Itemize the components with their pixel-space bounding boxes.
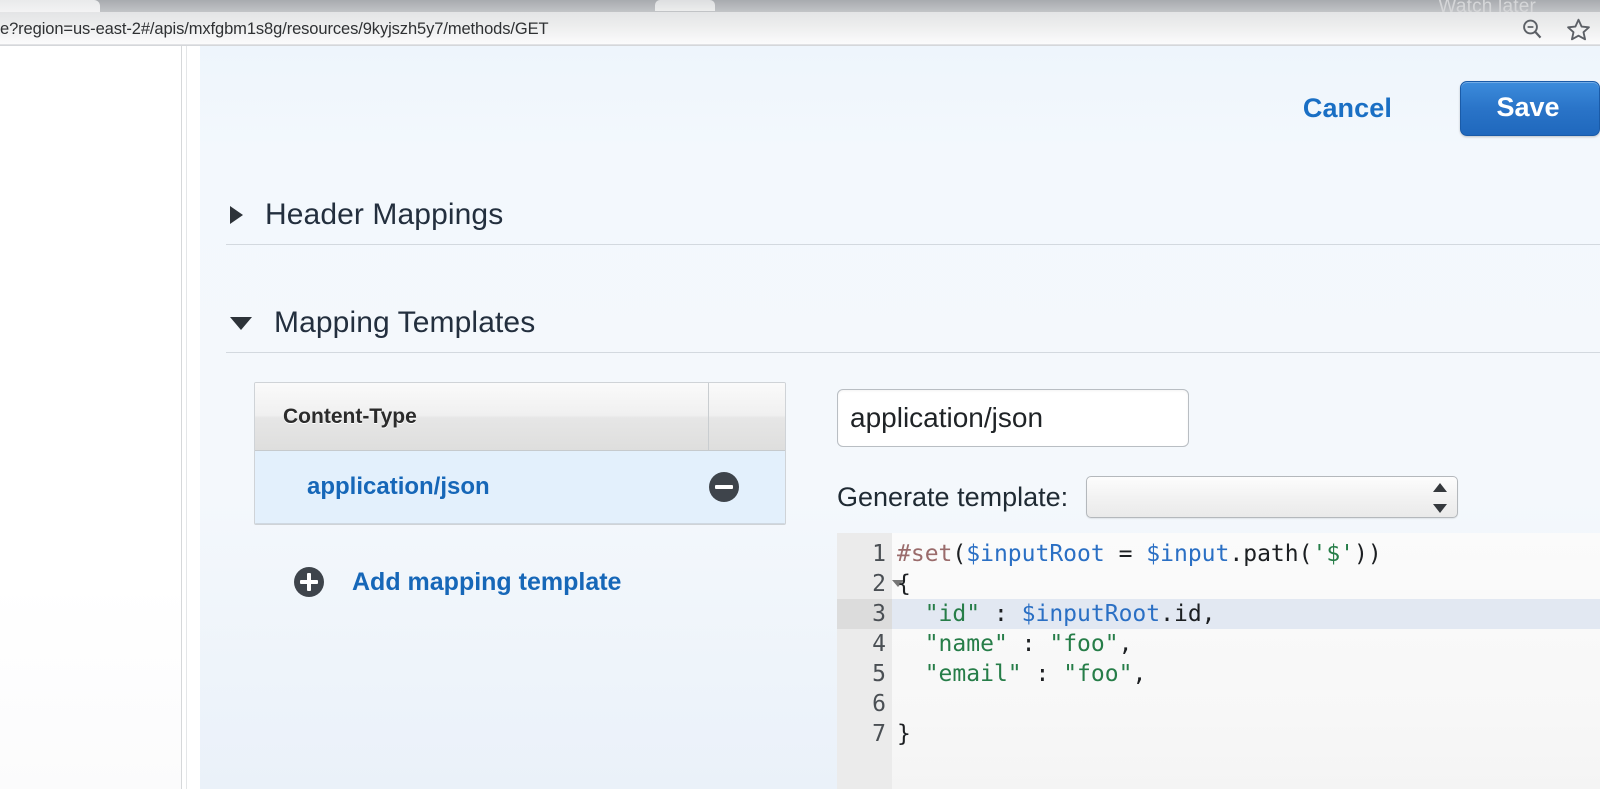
code-token: "email" <box>924 661 1022 687</box>
line-number: 5 <box>872 661 886 687</box>
cancel-button[interactable]: Cancel <box>1302 92 1392 123</box>
code-token <box>897 661 925 687</box>
minus-circle-icon[interactable] <box>709 472 739 502</box>
fold-arrow-icon[interactable] <box>892 580 904 587</box>
generate-template-label: Generate template: <box>837 481 1069 512</box>
caret-down-icon <box>230 316 252 330</box>
code-line: "email" : "foo", <box>892 659 1600 689</box>
line-number: 2 <box>837 569 904 599</box>
code-line: "id" : $inputRoot.id, <box>892 599 1600 629</box>
section-header-mappings: Header Mappings <box>226 186 1600 245</box>
watch-later-label: Watch later <box>1438 0 1536 17</box>
code-line: } <box>892 719 1600 749</box>
editor-code-area[interactable]: #set($inputRoot = $input.path('$')){ "id… <box>892 533 1600 789</box>
code-token: .path( <box>1229 541 1313 567</box>
table-header-row: Content-Type <box>255 383 785 451</box>
code-token: "id" <box>924 601 981 627</box>
code-token <box>897 631 925 657</box>
page-body: Cancel Save Header Mappings Mapping Temp… <box>0 46 1600 789</box>
mapping-templates-toggle[interactable]: Mapping Templates <box>226 294 1600 352</box>
code-token: , <box>1118 631 1133 657</box>
code-token: "foo" <box>1049 631 1119 657</box>
code-token: } <box>897 721 911 747</box>
generate-template-row: Generate template: <box>837 476 1459 518</box>
code-token: $input <box>1146 541 1230 567</box>
code-token: ( <box>952 541 967 567</box>
row-actions <box>709 472 785 502</box>
code-token: $inputRoot <box>1021 601 1161 627</box>
code-token: )) <box>1354 541 1382 567</box>
code-line: #set($inputRoot = $input.path('$')) <box>892 539 1600 569</box>
browser-tab[interactable] <box>0 0 100 12</box>
code-line <box>892 689 1600 719</box>
browser-chrome: e?region=us-east-2#/apis/mxfgbm1s8g/reso… <box>0 0 1600 46</box>
zoom-icon[interactable] <box>1520 17 1544 41</box>
code-token: "foo" <box>1063 661 1133 687</box>
section-divider <box>226 352 1600 353</box>
line-number: 3 <box>837 599 892 629</box>
code-token: , <box>1132 661 1147 687</box>
plus-circle-icon[interactable] <box>294 567 324 597</box>
code-token: { <box>897 571 911 597</box>
column-header-actions <box>709 383 785 450</box>
column-header-content-type: Content-Type <box>255 383 709 450</box>
code-token: #set <box>897 541 953 567</box>
section-divider <box>226 244 1600 245</box>
star-icon[interactable] <box>1566 17 1590 41</box>
code-line: { <box>892 569 1600 599</box>
save-button[interactable]: Save <box>1460 80 1600 136</box>
sidebar-divider <box>186 46 187 789</box>
main-content-panel: Cancel Save Header Mappings Mapping Temp… <box>200 46 1600 789</box>
line-number: 1 <box>872 541 886 567</box>
content-type-table: Content-Type application/json <box>254 382 786 525</box>
code-token: : <box>1007 631 1050 657</box>
url-text: e?region=us-east-2#/apis/mxfgbm1s8g/reso… <box>0 19 549 38</box>
content-type-link[interactable]: application/json <box>307 473 490 500</box>
code-token: = <box>1104 541 1147 567</box>
add-mapping-template-label: Add mapping template <box>352 567 622 596</box>
code-token: '$' <box>1312 541 1355 567</box>
generate-template-select[interactable] <box>1086 476 1459 518</box>
header-mappings-toggle[interactable]: Header Mappings <box>226 186 1600 244</box>
code-token: $inputRoot <box>966 541 1105 567</box>
code-token: .id, <box>1160 601 1216 627</box>
browser-tabstrip <box>0 0 1600 12</box>
mapping-templates-title: Mapping Templates <box>274 306 536 339</box>
chrome-bottom-edge <box>0 44 1600 46</box>
caret-right-icon <box>230 206 243 224</box>
code-token: "name" <box>924 631 1008 657</box>
code-token: : <box>1021 661 1064 687</box>
left-sidebar <box>0 46 182 789</box>
line-number: 6 <box>872 691 886 717</box>
code-token <box>897 601 925 627</box>
content-type-input[interactable] <box>837 389 1189 447</box>
line-number: 4 <box>872 631 886 657</box>
browser-tab-secondary[interactable] <box>655 0 715 11</box>
code-line: "name" : "foo", <box>892 629 1600 659</box>
browser-url-bar[interactable]: e?region=us-east-2#/apis/mxfgbm1s8g/reso… <box>0 12 1600 46</box>
section-mapping-templates: Mapping Templates <box>226 294 1600 353</box>
table-row[interactable]: application/json <box>255 451 785 524</box>
chevron-updown-icon <box>1432 483 1448 513</box>
header-mappings-title: Header Mappings <box>265 198 504 231</box>
line-number: 7 <box>872 721 886 747</box>
browser-toolbar-icons <box>1520 12 1590 46</box>
add-mapping-template-row[interactable]: Add mapping template <box>254 567 621 597</box>
method-action-bar: Cancel Save <box>1303 78 1600 138</box>
code-token: : <box>980 601 1022 627</box>
